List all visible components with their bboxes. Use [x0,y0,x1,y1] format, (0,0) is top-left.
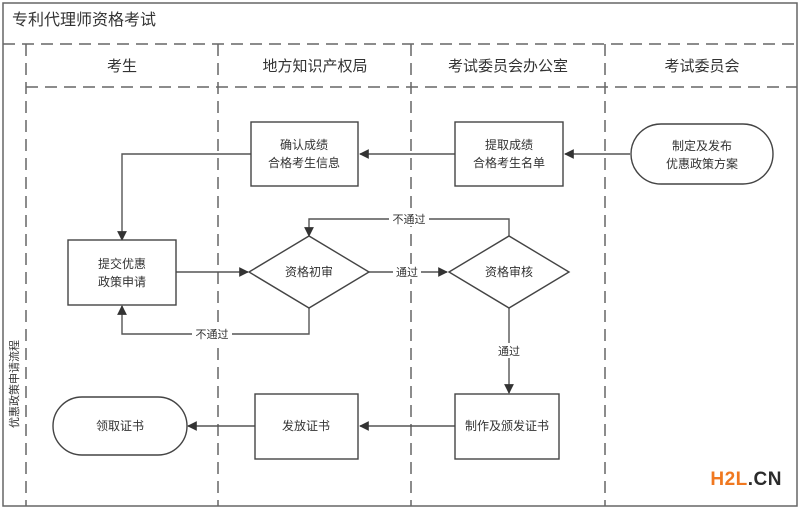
edge-label-initial-fail: 不通过 [196,328,229,341]
svg-text:合格考生名单: 合格考生名单 [473,155,545,170]
node-issue-cert[interactable]: 发放证书 [254,393,359,460]
svg-text:制定及发布: 制定及发布 [672,138,732,153]
diagram-title: 专利代理师资格考试 [12,10,156,29]
lane-header-candidate: 考生 [107,57,137,75]
svg-text:资格审核: 资格审核 [485,264,533,279]
node-final-review[interactable]: 资格审核 [447,235,571,309]
svg-text:提交优惠: 提交优惠 [98,256,146,271]
svg-text:资格初审: 资格初审 [285,264,333,279]
node-initial-review[interactable]: 资格初审 [247,235,371,309]
node-confirm[interactable]: 确认成绩 合格考生信息 [250,121,359,187]
lane-header-local-ipo: 地方知识产权局 [262,57,367,75]
side-label: 优惠政策申请流程 [7,340,21,428]
svg-text:制作及颁发证书: 制作及颁发证书 [465,418,549,433]
edge-confirm-submit [117,153,251,241]
svg-text:政策申请: 政策申请 [98,275,146,289]
watermark-part-b: .CN [747,469,782,490]
watermark-logo: H2L.CN [710,469,782,491]
node-submit[interactable]: 提交优惠 政策申请 [67,239,177,306]
watermark-part-a: H2L [710,469,748,490]
svg-text:领取证书: 领取证书 [96,419,144,433]
svg-text:发放证书: 发放证书 [282,418,330,433]
edge-label-final-pass: 通过 [498,345,520,358]
node-policy[interactable]: 制定及发布 优惠政策方案 [630,123,774,185]
node-make-cert[interactable]: 制作及颁发证书 [454,393,560,460]
lane-header-exam-committee: 考试委员会 [664,57,739,75]
svg-text:合格考生信息: 合格考生信息 [268,155,340,170]
node-extract[interactable]: 提取成绩 合格考生名单 [454,121,564,187]
svg-text:优惠政策方案: 优惠政策方案 [666,156,738,171]
lane-header-exam-office: 考试委员会办公室 [448,57,568,75]
edge-label-initial-pass: 通过 [396,266,418,279]
edge-label-final-fail: 不通过 [393,213,426,226]
node-receive-cert[interactable]: 领取证书 [52,396,188,456]
svg-text:提取成绩: 提取成绩 [485,137,533,152]
svg-text:确认成绩: 确认成绩 [280,138,328,152]
